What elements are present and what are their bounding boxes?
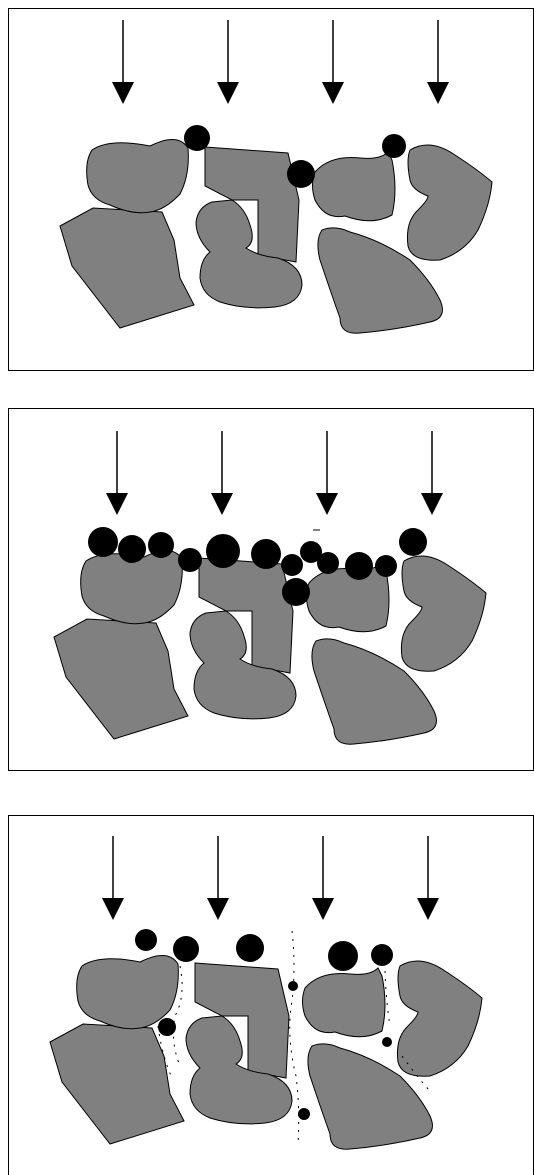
particle <box>399 528 427 556</box>
particle <box>158 1018 176 1036</box>
particle-trace <box>384 970 391 1027</box>
panel-3-rocks <box>49 954 483 1150</box>
panel-1-rocks <box>59 138 493 334</box>
particle <box>287 160 315 188</box>
particle <box>382 134 406 158</box>
panel-1-arrows <box>111 19 450 105</box>
particle-trace <box>289 930 300 1147</box>
particle <box>282 578 310 606</box>
particle <box>328 941 358 971</box>
particle-trace <box>172 965 183 1067</box>
particle <box>88 527 118 557</box>
particle <box>375 555 397 577</box>
particle-trace <box>157 1025 173 1079</box>
particle <box>148 532 174 558</box>
panel-1-particles <box>184 125 406 188</box>
particle <box>236 934 264 962</box>
particle <box>317 552 339 574</box>
panel-3-particles <box>135 929 393 1120</box>
particle <box>135 929 157 951</box>
panel-3-arrows <box>101 835 440 921</box>
panel-3-traces <box>157 930 431 1147</box>
particle <box>345 552 373 580</box>
particle <box>371 944 393 966</box>
particle <box>281 554 303 576</box>
particle <box>251 539 281 569</box>
panel-3 <box>8 815 534 1175</box>
particle <box>178 548 202 572</box>
panel-2-rocks <box>53 549 487 745</box>
particle <box>206 534 240 568</box>
panel-1 <box>8 8 534 371</box>
particle <box>184 125 210 151</box>
particle <box>118 535 146 563</box>
particle-trace <box>401 1055 431 1092</box>
particle <box>382 1037 392 1047</box>
panel-2-particles <box>88 527 427 606</box>
panel-2-arrows <box>105 430 444 516</box>
particle <box>288 981 298 991</box>
panel-2 <box>8 408 534 771</box>
particle <box>300 541 322 563</box>
particle <box>173 936 199 962</box>
particle <box>298 1108 310 1120</box>
